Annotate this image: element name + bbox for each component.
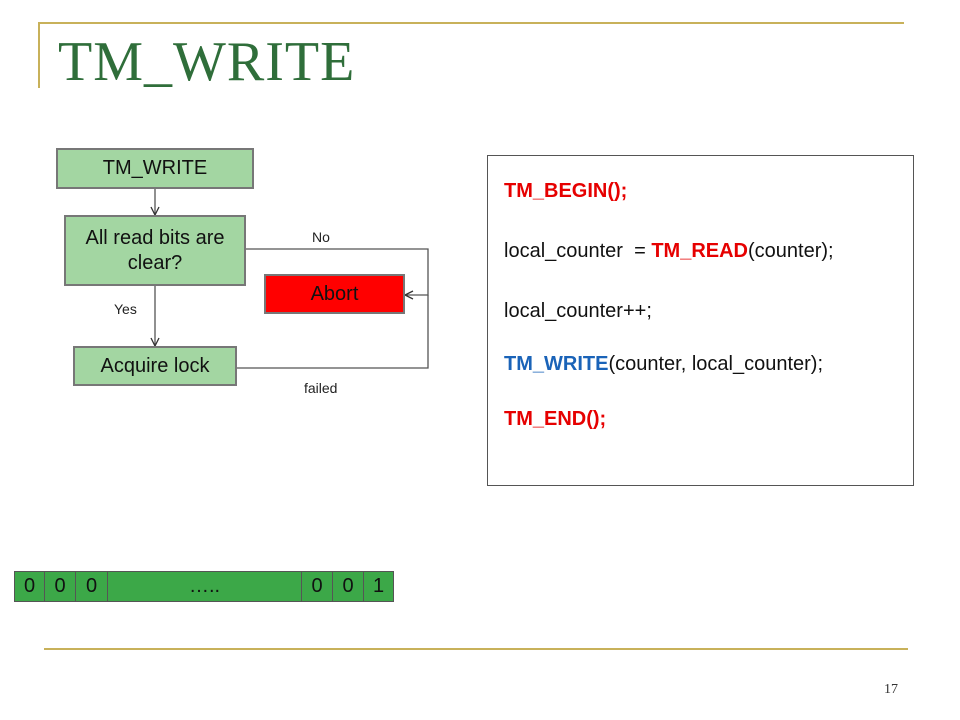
- bit-cell: 0: [333, 571, 364, 602]
- code-line-end: TM_END();: [504, 408, 606, 431]
- tm-end-call: TM_END();: [504, 408, 607, 430]
- arrow-failed-to-abort: [237, 295, 429, 369]
- code-line-read: local_counter = TM_READ(counter);: [504, 240, 834, 263]
- bit-cell: 0: [45, 571, 76, 602]
- no-label: No: [312, 229, 330, 245]
- bit-cell: 1: [364, 571, 394, 602]
- decision-box: All read bits are clear?: [64, 215, 246, 286]
- tm-write-keyword: TM_WRITE: [504, 353, 609, 375]
- abort-box-label: Abort: [310, 282, 359, 305]
- failed-label: failed: [304, 380, 338, 396]
- slide-title: TM_WRITE: [58, 31, 356, 93]
- top-rule: [38, 22, 904, 24]
- tm-read-keyword: TM_READ: [651, 240, 748, 262]
- code-line-write: TM_WRITE(counter, local_counter);: [504, 353, 823, 376]
- abort-box: Abort: [264, 274, 405, 314]
- page-number: 17: [884, 682, 898, 697]
- decision-box-label: All read bits are clear?: [85, 226, 225, 274]
- bit-cell: 0: [302, 571, 333, 602]
- tm-begin-call: TM_BEGIN();: [504, 180, 628, 202]
- bottom-rule: [44, 648, 908, 650]
- read-bit-vector: 0 0 0 ….. 0 0 1: [14, 571, 394, 602]
- write-args-text: (counter, local_counter);: [608, 353, 823, 375]
- tm-write-box: TM_WRITE: [56, 148, 254, 189]
- yes-label: Yes: [114, 301, 137, 317]
- increment-text: local_counter++;: [504, 300, 652, 322]
- code-panel: TM_BEGIN(); local_counter = TM_READ(coun…: [487, 155, 914, 486]
- read-assign-text: local_counter =: [504, 240, 652, 262]
- left-rule: [38, 22, 40, 88]
- arrow-no-to-abort: [246, 248, 429, 295]
- read-args-text: (counter);: [748, 240, 834, 262]
- acquire-lock-box: Acquire lock: [73, 346, 237, 386]
- code-line-increment: local_counter++;: [504, 300, 652, 323]
- acquire-lock-box-label: Acquire lock: [100, 354, 210, 377]
- bit-cell: 0: [76, 571, 108, 602]
- bit-cell: 0: [14, 571, 45, 602]
- tm-write-box-label: TM_WRITE: [102, 157, 208, 179]
- bit-cell-ellipsis: …..: [108, 571, 302, 602]
- code-line-begin: TM_BEGIN();: [504, 180, 627, 203]
